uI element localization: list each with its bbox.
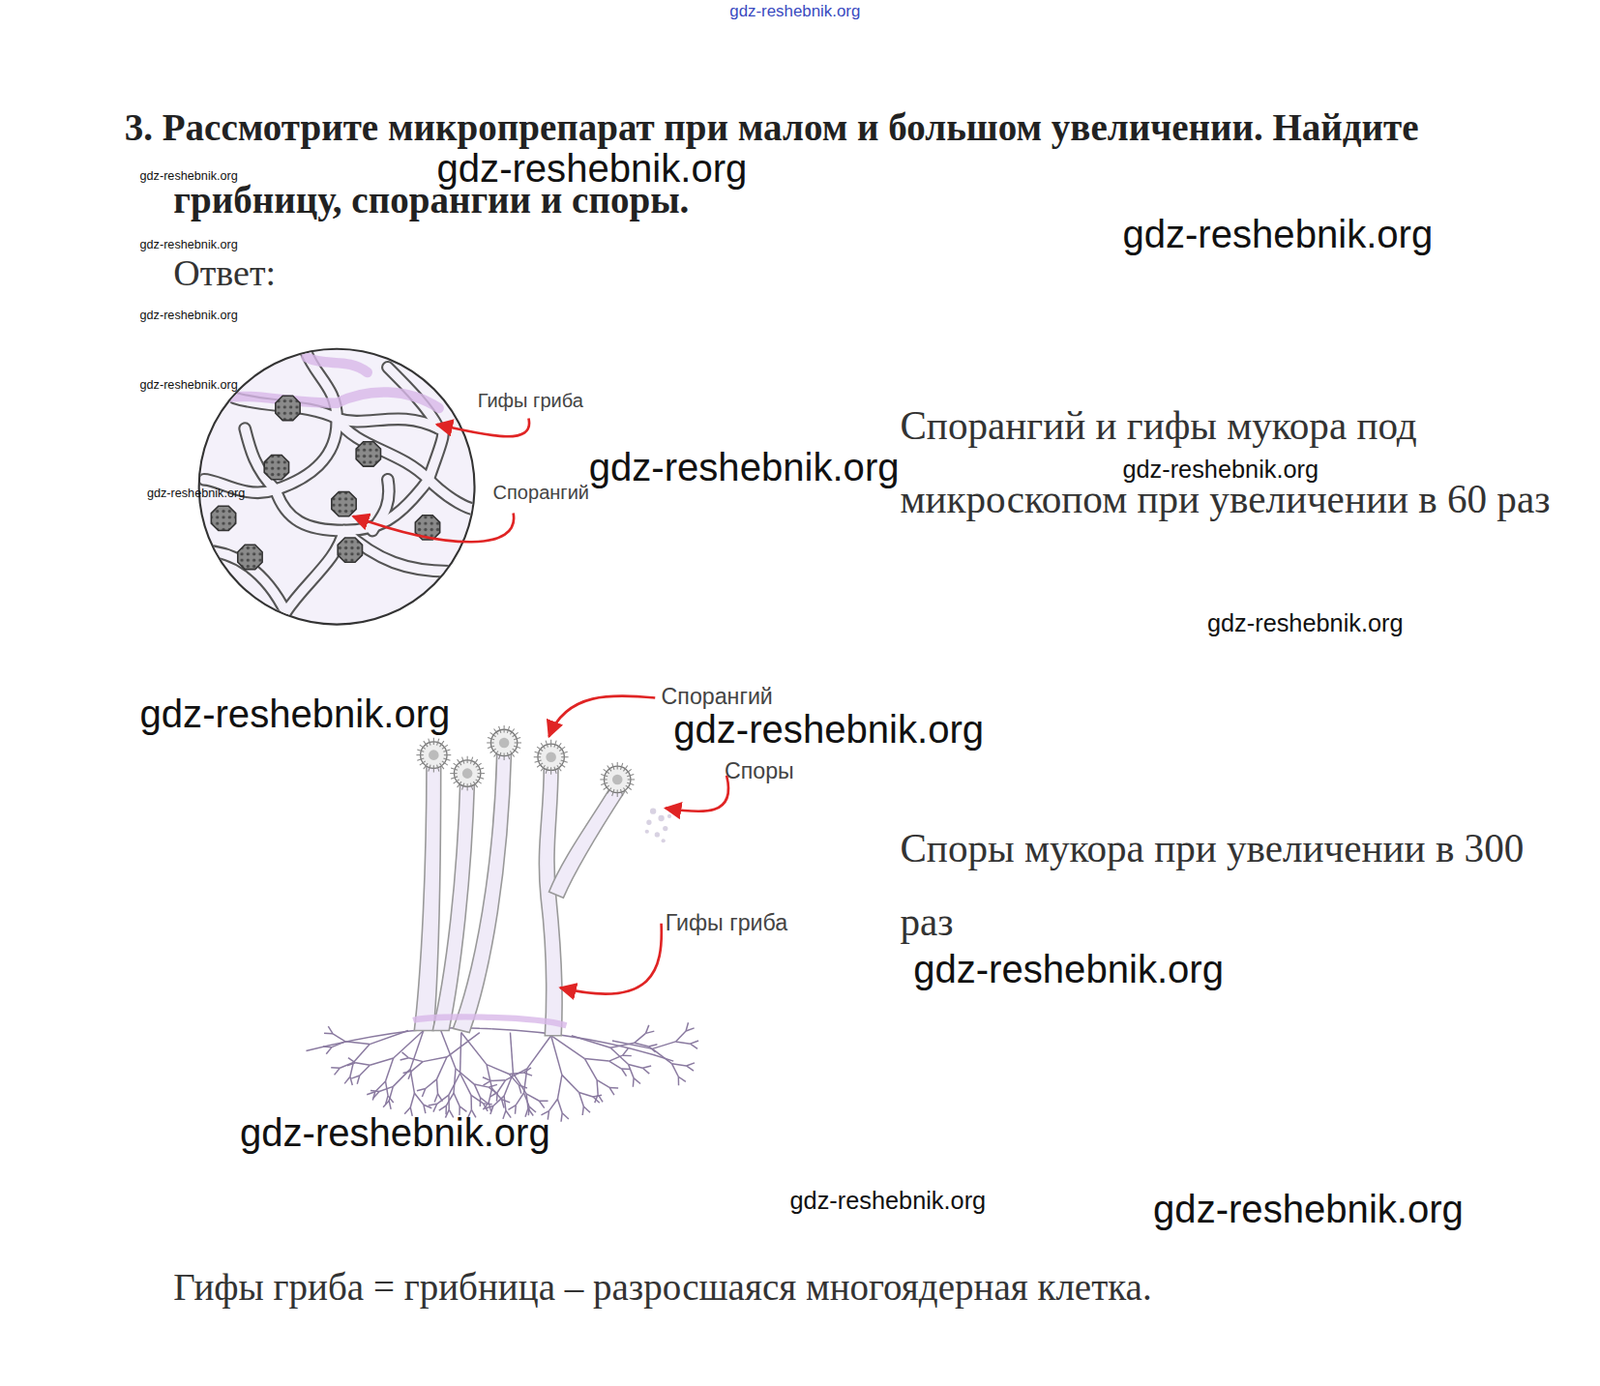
sporangium [210,505,236,531]
watermark: gdz-reshebnik.org [673,706,984,754]
note-text: Ответ: [173,251,276,296]
sporangium [237,544,263,569]
sporangium [533,740,569,775]
watermark: gdz-reshebnik.org [140,377,238,392]
watermark: gdz-reshebnik.org [729,0,860,21]
sporangium [337,537,362,563]
watermark: gdz-reshebnik.org [1122,453,1319,484]
watermark: gdz-reshebnik.org [140,690,451,739]
watermark: gdz-reshebnik.org [147,485,245,501]
part-label: Спорангий [493,479,591,504]
part-label: Споры [724,758,795,785]
sporangium [331,491,356,516]
sporangium [486,725,522,761]
watermark: gdz-reshebnik.org [436,145,747,193]
sporangium [275,395,300,420]
mucor-drawing [305,725,699,1123]
note-text: Споры мукора при увеличении в 300 раз [899,812,1533,960]
watermark: gdz-reshebnik.org [1153,1185,1464,1234]
sporangium [264,454,289,479]
sporangium [415,738,451,773]
part-label: Гифы гриба [665,910,788,937]
watermark: gdz-reshebnik.org [589,444,900,492]
watermark: gdz-reshebnik.org [140,168,238,183]
watermark: gdz-reshebnik.org [140,237,238,253]
watermark: gdz-reshebnik.org [1122,210,1433,259]
part-label: Гифы гриба [477,387,584,412]
watermark: gdz-reshebnik.org [140,308,238,324]
part-label: Спорангий [661,683,773,711]
sporangium [355,442,381,467]
note-text: Гифы гриба = грибница – разросшаяся мног… [173,1265,1152,1310]
watermark: gdz-reshebnik.org [913,946,1224,994]
sporangium [449,756,485,792]
watermark: gdz-reshebnik.org [1207,607,1404,638]
sporangium [599,762,635,798]
watermark: gdz-reshebnik.org [239,1109,551,1157]
watermark: gdz-reshebnik.org [789,1185,986,1215]
